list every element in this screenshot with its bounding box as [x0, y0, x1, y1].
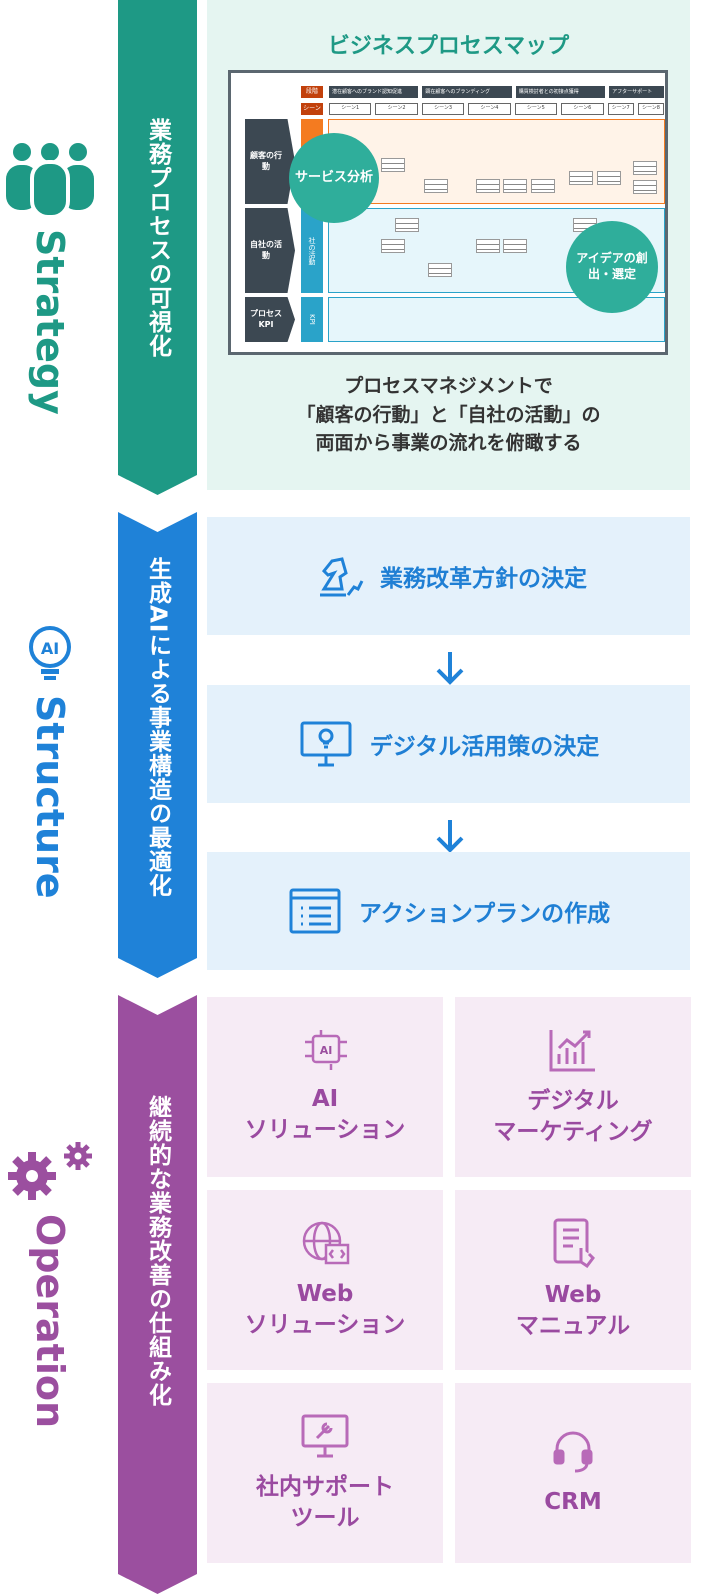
step-policy: 業務改革方針の決定	[207, 517, 690, 635]
card-title: ツール	[290, 1505, 360, 1531]
card-title: ソリューション	[244, 1312, 406, 1338]
scene: シーン7	[607, 103, 634, 115]
bubble-idea-creation: アイデアの創出・選定	[566, 221, 658, 313]
stage: 顕在顧客へのブランディング	[422, 86, 512, 98]
chart-growth-icon	[549, 1029, 595, 1072]
ai-chip-icon: AI	[305, 1029, 347, 1070]
card-title: ソリューション	[244, 1117, 406, 1143]
step-action-plan: アクションプランの作成	[207, 852, 690, 970]
arrow-down-icon	[436, 652, 464, 685]
scene: シーン8	[637, 103, 665, 115]
monitor-tool-icon	[301, 1414, 349, 1458]
headset-icon	[553, 1431, 593, 1473]
stage: 潜在顧客へのブランド認知促進	[329, 86, 419, 98]
step-label: アクションプランの作成	[358, 901, 611, 927]
scene: シーン4	[468, 103, 511, 115]
strategy-side: Strategy	[0, 140, 100, 415]
structure-side: AI Structure	[0, 625, 100, 899]
operation-label: Operation	[28, 1214, 72, 1429]
scene: シーン1	[329, 103, 372, 115]
scene: シーン6	[561, 103, 604, 115]
strategy-label: Strategy	[28, 229, 72, 415]
scene: シーン2	[375, 103, 418, 115]
card-title: Web	[296, 1280, 354, 1307]
card-title: AI	[311, 1085, 339, 1112]
row-tag: 社の活動	[301, 208, 323, 293]
bubble-service-analysis: サービス分析	[289, 133, 379, 223]
card-title: マニュアル	[515, 1313, 631, 1339]
step-label: 業務改革方針の決定	[380, 566, 587, 592]
stage: 購買検討者との初接点獲得	[515, 86, 606, 98]
row-tag: KPI	[301, 297, 323, 342]
scene: シーン3	[421, 103, 465, 115]
card-internal-support-tool: 社内サポートツール	[207, 1383, 443, 1563]
strategy-band: 業務プロセスの可視化	[118, 0, 197, 495]
card-title: Web	[544, 1281, 602, 1308]
desc-line: プロセスマネジメントで	[344, 375, 553, 397]
ai-bulb-icon: AI	[29, 626, 71, 680]
desc-line: 両面から事業の流れを俯瞰する	[315, 432, 582, 454]
tablet-manual-icon	[553, 1218, 595, 1268]
panel-title: ビジネスプロセスマップ	[327, 34, 570, 59]
card-title: デジタル	[527, 1087, 619, 1114]
business-process-map: 段階 シーン 潜在顧客へのブランド認知促進 顕在顧客へのブランディング 購買検討…	[228, 70, 668, 355]
people-icon	[6, 143, 94, 215]
gears-icon	[8, 1142, 92, 1200]
svg-text:AI: AI	[320, 1044, 333, 1057]
card-web-manual: Web マニュアル	[455, 1190, 691, 1370]
card-digital-marketing: デジタルマーケティング	[455, 997, 691, 1177]
monitor-bulb-icon	[300, 721, 352, 767]
structure-band: 生成AIによる事業構造の最適化	[118, 512, 197, 978]
card-web-solution: Web ソリューション	[207, 1190, 443, 1370]
operation-side: Operation	[0, 1140, 100, 1428]
desc-line: 「顧客の行動」と「自社の活動」の	[296, 403, 601, 426]
scene: シーン5	[514, 103, 558, 115]
operation-band: 継続的な業務改善の仕組み化	[118, 995, 197, 1594]
card-title: CRM	[544, 1489, 602, 1516]
svg-text:AI: AI	[41, 639, 59, 658]
list-icon	[289, 888, 341, 934]
row-label: 顧客の行動	[245, 119, 295, 204]
card-title: マーケティング	[493, 1119, 653, 1145]
card-crm: CRM	[455, 1383, 691, 1563]
stage: アフターサポート	[609, 86, 664, 98]
step-label: デジタル活用策の決定	[369, 734, 600, 760]
card-title: 社内サポート	[256, 1473, 394, 1500]
stage-label: 段階	[301, 86, 323, 98]
structure-label: Structure	[28, 695, 72, 899]
arrow-down-icon	[436, 820, 464, 853]
row-label: 自社の活動	[245, 208, 295, 293]
globe-code-icon	[302, 1221, 350, 1265]
row-label: プロセスKPI	[245, 297, 295, 342]
step-digital: デジタル活用策の決定	[207, 685, 690, 803]
chess-knight-icon	[320, 557, 364, 597]
scene-label: シーン	[301, 103, 323, 115]
card-ai-solution: AI AI ソリューション	[207, 997, 443, 1177]
